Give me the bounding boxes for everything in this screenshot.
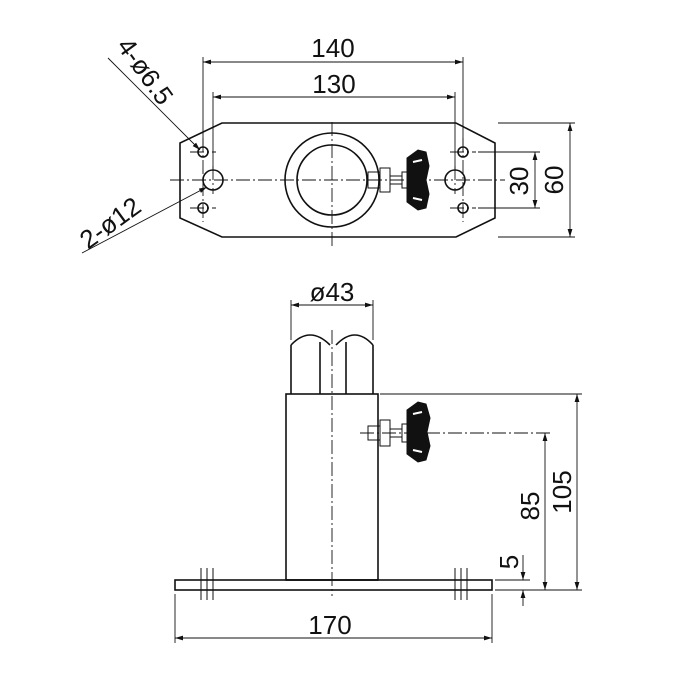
dim-5-label: 5 xyxy=(494,555,524,569)
dim-130: 130 xyxy=(212,69,456,170)
top-view: 140 130 30 60 4-ø6.5 xyxy=(74,32,575,255)
clamp-knob-top xyxy=(367,149,430,211)
dim-130-label: 130 xyxy=(312,69,355,99)
front-base-plate xyxy=(174,579,493,591)
dim-pipe-label: ø43 xyxy=(310,277,355,307)
dim-large-holes-label: 2-ø12 xyxy=(74,191,147,255)
base-plate-outline xyxy=(179,122,496,238)
dim-140-label: 140 xyxy=(311,33,354,63)
dim-85: 85 xyxy=(515,433,548,590)
front-view: ø43 170 105 85 5 xyxy=(174,277,582,643)
dim-30: 30 xyxy=(478,151,540,209)
dim-30-label: 30 xyxy=(504,167,534,196)
pipe-stub xyxy=(290,334,374,394)
dim-140: 140 xyxy=(202,33,464,146)
dim-170-label: 170 xyxy=(308,610,351,640)
clamp-knob-front xyxy=(367,401,431,463)
dim-105: 105 xyxy=(380,393,582,591)
dim-170: 170 xyxy=(174,594,493,643)
dim-5: 5 xyxy=(494,555,530,606)
dim-60: 60 xyxy=(498,122,575,238)
dim-85-label: 85 xyxy=(515,492,545,521)
leader-small-holes: 4-ø6.5 xyxy=(107,32,201,151)
dim-pipe: ø43 xyxy=(290,277,374,340)
dim-60-label: 60 xyxy=(539,166,569,195)
dim-105-label: 105 xyxy=(547,470,577,513)
